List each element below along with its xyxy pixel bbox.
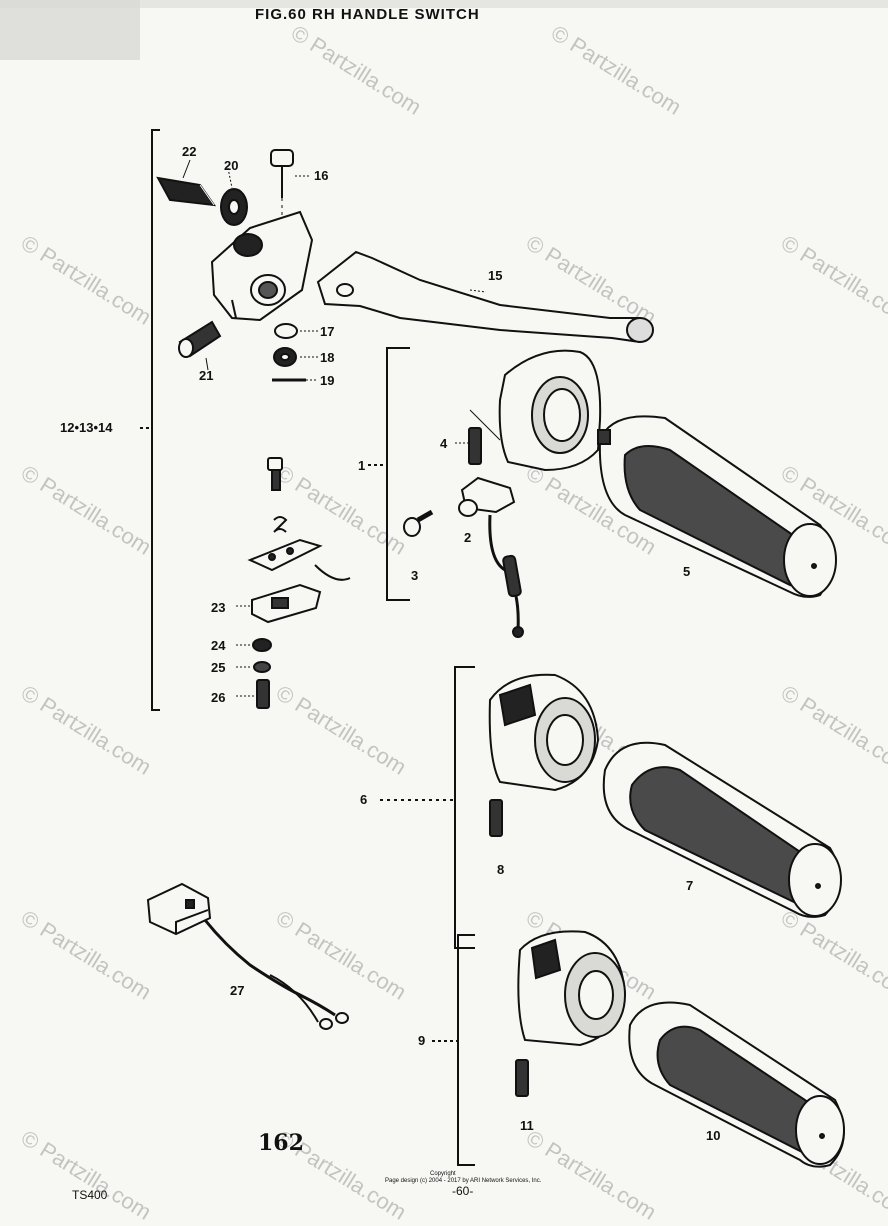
spacer-17 [274, 323, 318, 339]
part-label-16: 16 [314, 168, 329, 183]
screw-8 [489, 799, 503, 837]
washer-25 [236, 661, 271, 673]
part-label-10: 10 [706, 1128, 721, 1143]
washer-24 [236, 638, 272, 652]
part-label-21: 21 [199, 368, 214, 383]
grip-5 [597, 415, 837, 598]
screw-22 [156, 159, 217, 207]
switch-contact-plate [247, 538, 351, 581]
figure-title: FIG.60 RH HANDLE SWITCH [255, 6, 480, 23]
part-label-7: 7 [686, 878, 694, 893]
part-label-3: 3 [411, 568, 419, 583]
page-number: 162 [258, 1130, 304, 1156]
part-label-17: 17 [320, 324, 335, 339]
screw-3 [403, 509, 434, 537]
bracket-assembly-main [140, 129, 160, 711]
part-label-27: 27 [230, 983, 245, 998]
part-label-24: 24 [211, 638, 226, 653]
switch-housing-9 [517, 930, 627, 1047]
part-label-8: 8 [497, 862, 505, 877]
part-label-19: 19 [320, 373, 335, 388]
bracket-switch-9 [432, 934, 475, 1166]
nut-18 [273, 347, 318, 367]
switch-spring [273, 516, 288, 533]
part-label-23: 23 [211, 600, 226, 615]
group-label-assembly: 12•13•14 [60, 420, 113, 435]
part-label-15: 15 [488, 268, 503, 283]
bolt-21 [178, 320, 222, 371]
part-label-18: 18 [320, 350, 335, 365]
part-label-20: 20 [224, 158, 239, 173]
part-label-25: 25 [211, 660, 226, 675]
stop-switch-2 [458, 476, 524, 638]
switch-housing-6 [488, 673, 600, 792]
parts-diagram [0, 0, 888, 1168]
part-label-4: 4 [440, 436, 448, 451]
part-label-26: 26 [211, 690, 226, 705]
part-label-22: 22 [182, 144, 197, 159]
group-label-switch-1: 1 [358, 458, 366, 473]
switch-body-23 [236, 583, 322, 624]
copyright-line: Copyright [430, 1171, 456, 1177]
group-label-switch-9: 9 [418, 1033, 426, 1048]
switch-screw-top [267, 457, 283, 491]
grip-7 [602, 741, 842, 918]
group-label-switch-6: 6 [360, 792, 368, 807]
wiring-harness-27 [146, 882, 349, 1030]
screw-11 [515, 1059, 529, 1097]
screw-4 [455, 427, 482, 465]
switch-housing-1 [469, 349, 602, 472]
folio: -60- [452, 1184, 474, 1198]
model-code: TS400 [72, 1188, 108, 1202]
part-label-5: 5 [683, 564, 691, 579]
bracket-switch-1 [368, 347, 410, 601]
bracket-switch-6 [380, 666, 475, 949]
part-label-11: 11 [520, 1118, 534, 1133]
scan-noise [0, 0, 140, 60]
washer-20 [220, 167, 248, 226]
grip-10 [628, 1001, 845, 1168]
part-label-2: 2 [464, 530, 472, 545]
copyright-line: Page design (c) 2004 - 2017 by ARI Netwo… [385, 1178, 542, 1184]
brake-lever-15 [316, 250, 654, 344]
screw-26 [236, 679, 270, 709]
lever-holder [210, 210, 314, 322]
scan-noise [0, 0, 888, 8]
